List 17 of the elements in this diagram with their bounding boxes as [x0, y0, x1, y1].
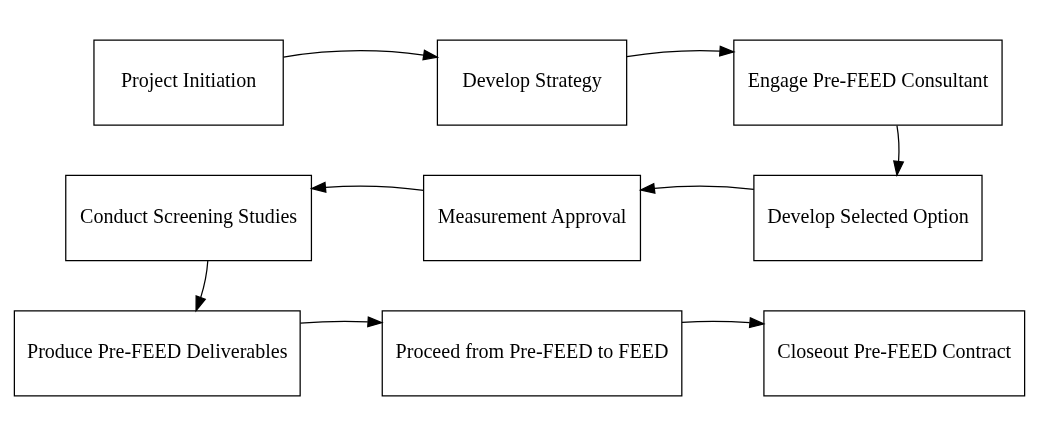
node-box: Develop Selected Option: [752, 174, 983, 261]
node-box: Produce Pre-FEED Deliverables: [13, 309, 301, 397]
node-box: Conduct Screening Studies: [64, 174, 312, 261]
node-box: Project Initiation: [92, 38, 284, 126]
arrow: [282, 48, 439, 61]
arrow: [638, 182, 754, 194]
node-box: Develop Strategy: [436, 38, 627, 126]
node-box: Measurement Approval: [422, 174, 641, 261]
node-box: Proceed from Pre-FEED to FEED: [381, 309, 682, 397]
node-box: Closeout Pre-FEED Contract: [762, 309, 1025, 397]
arrow: [194, 259, 208, 312]
node-box: Engage Pre-FEED Consultant: [732, 38, 1003, 126]
arrow: [309, 181, 424, 193]
arrow: [680, 316, 766, 328]
arrow: [299, 315, 384, 328]
arrow: [892, 124, 904, 177]
arrow: [625, 44, 736, 57]
